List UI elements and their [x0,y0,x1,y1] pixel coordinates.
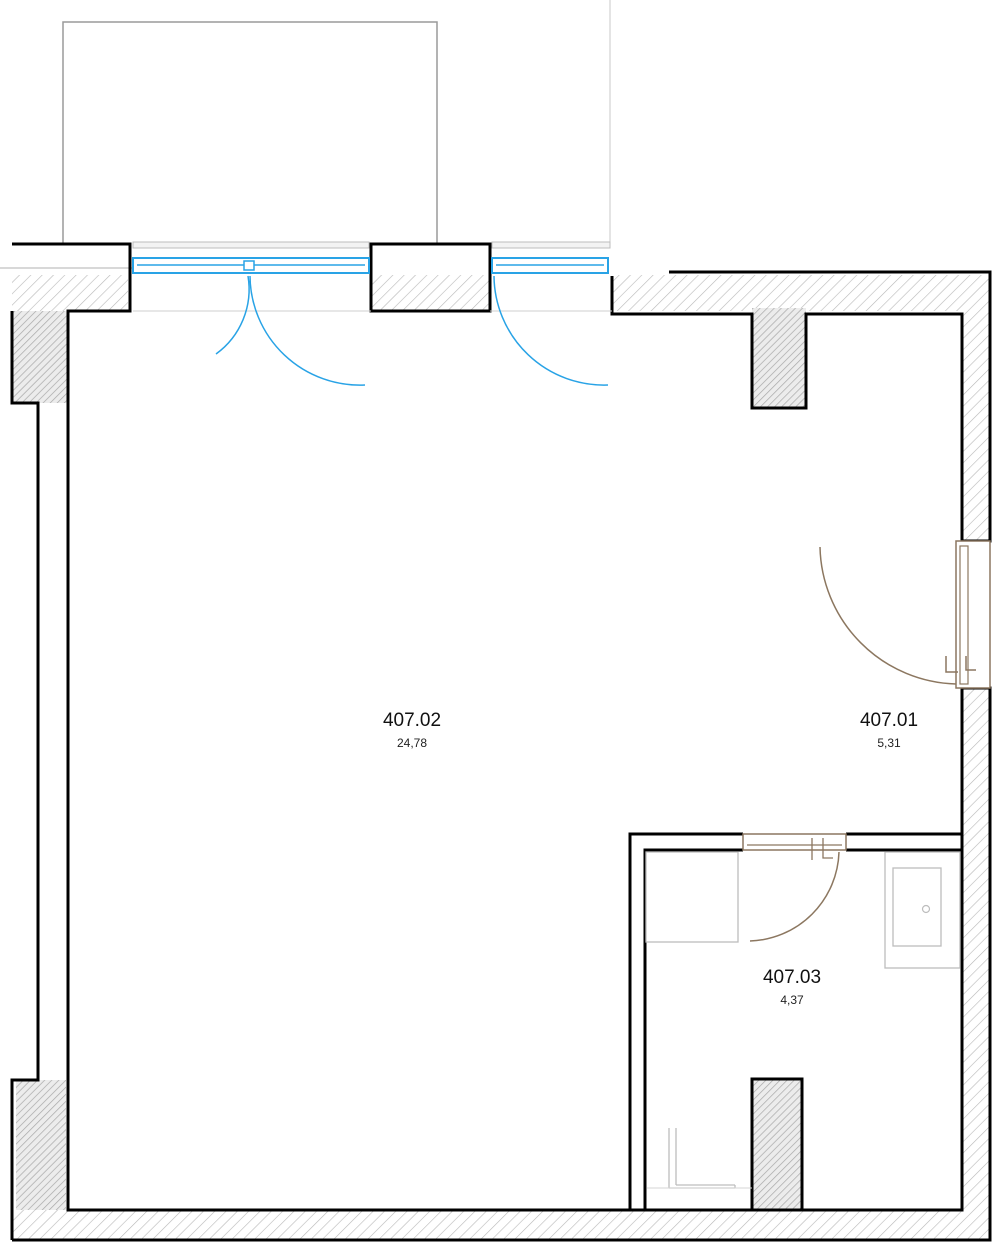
room-area: 4,37 [780,993,804,1007]
washing-machine [645,851,739,943]
room-number: 407.02 [383,710,441,731]
shower-tray [647,1128,752,1189]
room-area: 24,78 [397,736,427,750]
bathroom-door [742,833,847,942]
entrance-door [819,540,991,689]
washbasin [884,851,961,969]
balcony-window-right [490,241,612,386]
balcony [0,0,611,269]
room-label-407-02: 407.02 24,78 [383,710,441,750]
room-number: 407.01 [860,710,918,731]
room-number: 407.03 [763,967,821,988]
wall-hatching [12,275,990,1240]
room-label-407-03: 407.03 4,37 [763,967,821,1007]
room-area: 5,31 [877,736,901,750]
wall-outlines [10,242,992,1242]
room-label-407-01: 407.01 5,31 [860,710,918,750]
balcony-window-left [132,241,371,386]
